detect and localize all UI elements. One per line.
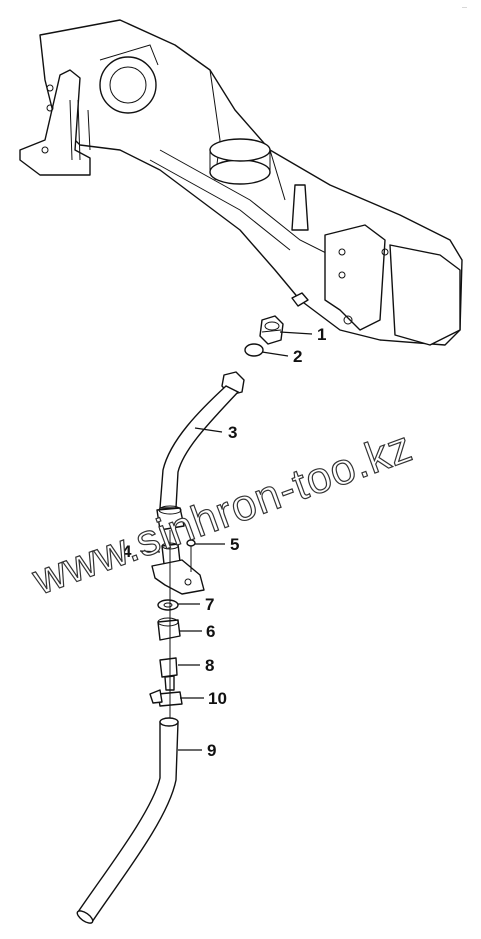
callout-3: 3 bbox=[228, 423, 237, 442]
part-10-clamp bbox=[149, 689, 183, 707]
figure-reference: — bbox=[462, 5, 467, 11]
part-5-bolt bbox=[186, 539, 196, 572]
callout-1: 1 bbox=[317, 325, 326, 344]
callout-8: 8 bbox=[205, 656, 214, 675]
callout-10: 10 bbox=[208, 689, 227, 708]
part-2-seal-ring bbox=[244, 343, 264, 357]
part-9-hose bbox=[76, 717, 179, 924]
part-1-fitting bbox=[259, 315, 284, 345]
mounting-bracket bbox=[151, 559, 205, 595]
part-8-nipple bbox=[159, 657, 178, 691]
callout-9: 9 bbox=[207, 741, 216, 760]
callout-7: 7 bbox=[205, 595, 214, 614]
part-6-nut bbox=[157, 617, 181, 641]
watermark: www.sinhron-too.kz bbox=[26, 422, 419, 605]
callout-4: 4 bbox=[122, 542, 132, 561]
part-7-washer bbox=[157, 599, 179, 611]
axle-housing bbox=[19, 19, 463, 346]
callout-5: 5 bbox=[230, 535, 239, 554]
callout-2: 2 bbox=[293, 347, 302, 366]
callout-6: 6 bbox=[206, 622, 215, 641]
leader-lines bbox=[139, 331, 313, 751]
part-3-pipe bbox=[156, 371, 245, 531]
